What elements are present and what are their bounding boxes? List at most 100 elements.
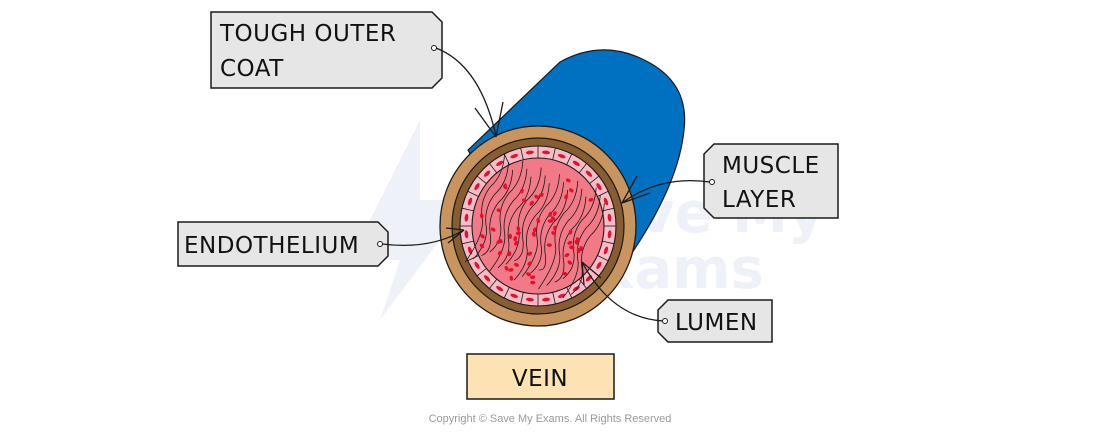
blood-cell (534, 194, 540, 199)
endothelium-nucleus (585, 170, 593, 177)
blood-cell (546, 243, 552, 247)
blood-cell (576, 247, 581, 254)
endothelium-cell-wall (503, 287, 510, 299)
label-pin-icon (662, 318, 668, 324)
endothelium-cell-wall (552, 147, 556, 160)
endothelium-nucleus (557, 154, 566, 159)
blood-cell (479, 243, 485, 249)
blood-cell (530, 280, 536, 285)
endothelium-cell-wall (461, 207, 474, 212)
label-text-muscle-line2: LAYER (722, 187, 796, 213)
blood-cell (552, 211, 557, 217)
blood-cell (509, 275, 514, 281)
label-lumen: LUMEN (581, 261, 773, 343)
blood-cell (568, 229, 573, 235)
blood-cell (526, 272, 531, 277)
blood-cell (527, 251, 533, 256)
endothelium-cells (460, 146, 616, 306)
blood-cell (567, 240, 573, 245)
pointer-line-muscle (621, 179, 711, 204)
blood-cell (551, 231, 557, 236)
blood-cell (497, 250, 503, 256)
blood-cell (550, 216, 556, 221)
blood-cell (538, 193, 544, 197)
title-box (466, 353, 615, 400)
blood-cell (531, 231, 536, 237)
blood-cell (536, 217, 541, 224)
endothelium-cell-wall (476, 175, 487, 184)
blood-cell (564, 194, 569, 200)
blood-cell (480, 234, 485, 239)
blood-cell (588, 197, 594, 202)
blood-cell (567, 260, 573, 265)
endothelium-nucleus (525, 297, 534, 302)
blood-cell (519, 188, 524, 194)
endothelium-cell-wall (578, 163, 587, 174)
endothelium-cell-wall (467, 190, 479, 197)
endothelium-nucleus (464, 230, 469, 239)
endothelium-cell-wall (597, 190, 609, 197)
label-tag-lumen (657, 299, 773, 343)
lumen-fibre (554, 196, 587, 283)
blood-cell (529, 200, 534, 206)
blood-cell (547, 219, 554, 223)
endothelium-nucleus (467, 246, 473, 255)
blood-cell (562, 271, 568, 276)
lumen-fibre (546, 188, 583, 286)
endothelium-nucleus (483, 275, 491, 282)
vessel-cross-section (439, 125, 637, 327)
label-text-outer-coat-line1: TOUGH OUTER (219, 21, 396, 47)
copyright-text: Copyright © Save My Exams. All Rights Re… (429, 413, 672, 425)
endothelium-cell-wall (597, 255, 609, 262)
lumen-fibre (570, 203, 605, 295)
endothelium-nucleus (596, 261, 602, 269)
pointer-line-lumen (581, 261, 664, 322)
lumen-fibre (513, 183, 550, 281)
blood-cell (514, 240, 519, 246)
endothelium-nucleus (483, 170, 491, 177)
blood-cell (479, 213, 484, 219)
arrowhead-icon (445, 227, 465, 244)
endothelium-nucleus (596, 183, 602, 191)
blood-cell (507, 251, 512, 257)
label-text-muscle-line1: MUSCLE (722, 153, 820, 179)
lumen-fibre (505, 167, 542, 265)
lumen-fibre (562, 187, 597, 280)
endothelium-nucleus (542, 150, 551, 155)
arrowhead-icon (474, 101, 504, 138)
label-text-lumen: LUMEN (675, 310, 758, 336)
endothelium-cell-wall (489, 163, 498, 174)
blood-cell (498, 238, 503, 244)
endothelium-nucleus (525, 150, 534, 155)
endothelium-nucleus (474, 261, 480, 269)
label-pin-icon (377, 241, 383, 247)
label-tag-outer-coat (210, 11, 443, 89)
arrowhead-icon (581, 261, 602, 286)
endothelium-nucleus (603, 197, 609, 206)
lumen-fibre (473, 162, 509, 260)
blood-cell (553, 225, 557, 231)
endothelium-cell-wall (589, 175, 600, 184)
watermark-logo-icon (350, 120, 470, 320)
lumen (471, 157, 605, 295)
endothelium-nucleus (467, 197, 473, 206)
pointer-line-endothelium (381, 229, 465, 247)
endothelium-cell-wall (602, 207, 615, 212)
blood-cell (513, 236, 518, 242)
label-text-endothelium: ENDOTHELIUM (184, 233, 359, 259)
arrowhead-icon (621, 175, 651, 204)
blood-cell (568, 188, 574, 193)
lumen-fibre (481, 169, 514, 256)
lumen-fibre (530, 182, 564, 274)
label-pin-icon (431, 45, 437, 51)
diagram-title: VEIN (466, 353, 615, 400)
blood-cell (504, 265, 509, 271)
endothelium-cell-wall (467, 255, 479, 262)
endothelium-nucleus (542, 297, 551, 302)
blood-cell (514, 262, 519, 267)
endothelium-nucleus (572, 160, 580, 166)
endothelium-nucleus (474, 183, 480, 191)
endothelium-cell-wall (566, 287, 573, 299)
endothelium-nucleus (496, 286, 504, 292)
